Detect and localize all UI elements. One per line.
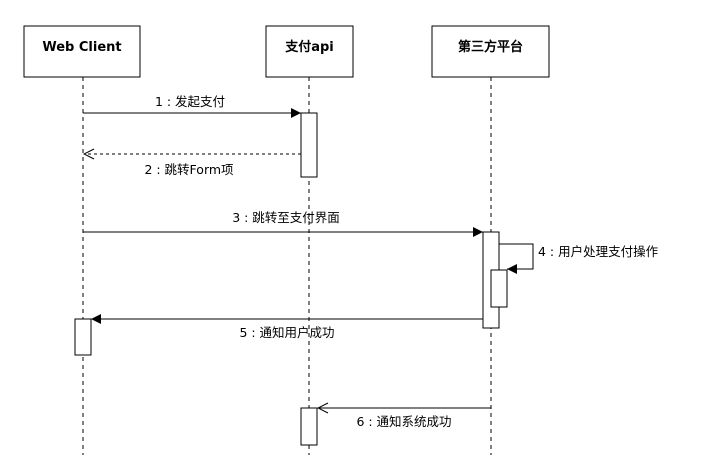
message-2-label: 2 : 跳转Form项 [144,162,233,177]
message-1-label: 1 : 发起支付 [155,94,225,109]
activation-pay-api-2 [300,407,318,446]
participant-web-client-label: Web Client [42,40,121,55]
message-5-label: 5 : 通知用户成功 [239,325,334,340]
activation-web-client [74,318,92,356]
participant-pay-api: 支付api [265,25,354,78]
message-4-arrow [499,243,534,274]
participant-third-party-label: 第三方平台 [458,39,523,55]
activation-third-party-nested [490,269,508,308]
message-6-label: 6 : 通知系统成功 [356,414,451,429]
participant-pay-api-label: 支付api [284,39,334,55]
activation-pay-api-1 [300,112,318,178]
participant-web-client: Web Client [23,25,141,78]
participant-third-party: 第三方平台 [431,25,550,78]
message-3-label: 3 : 跳转至支付界面 [232,210,340,225]
message-4-label: 4 : 用户处理支付操作 [538,244,659,259]
